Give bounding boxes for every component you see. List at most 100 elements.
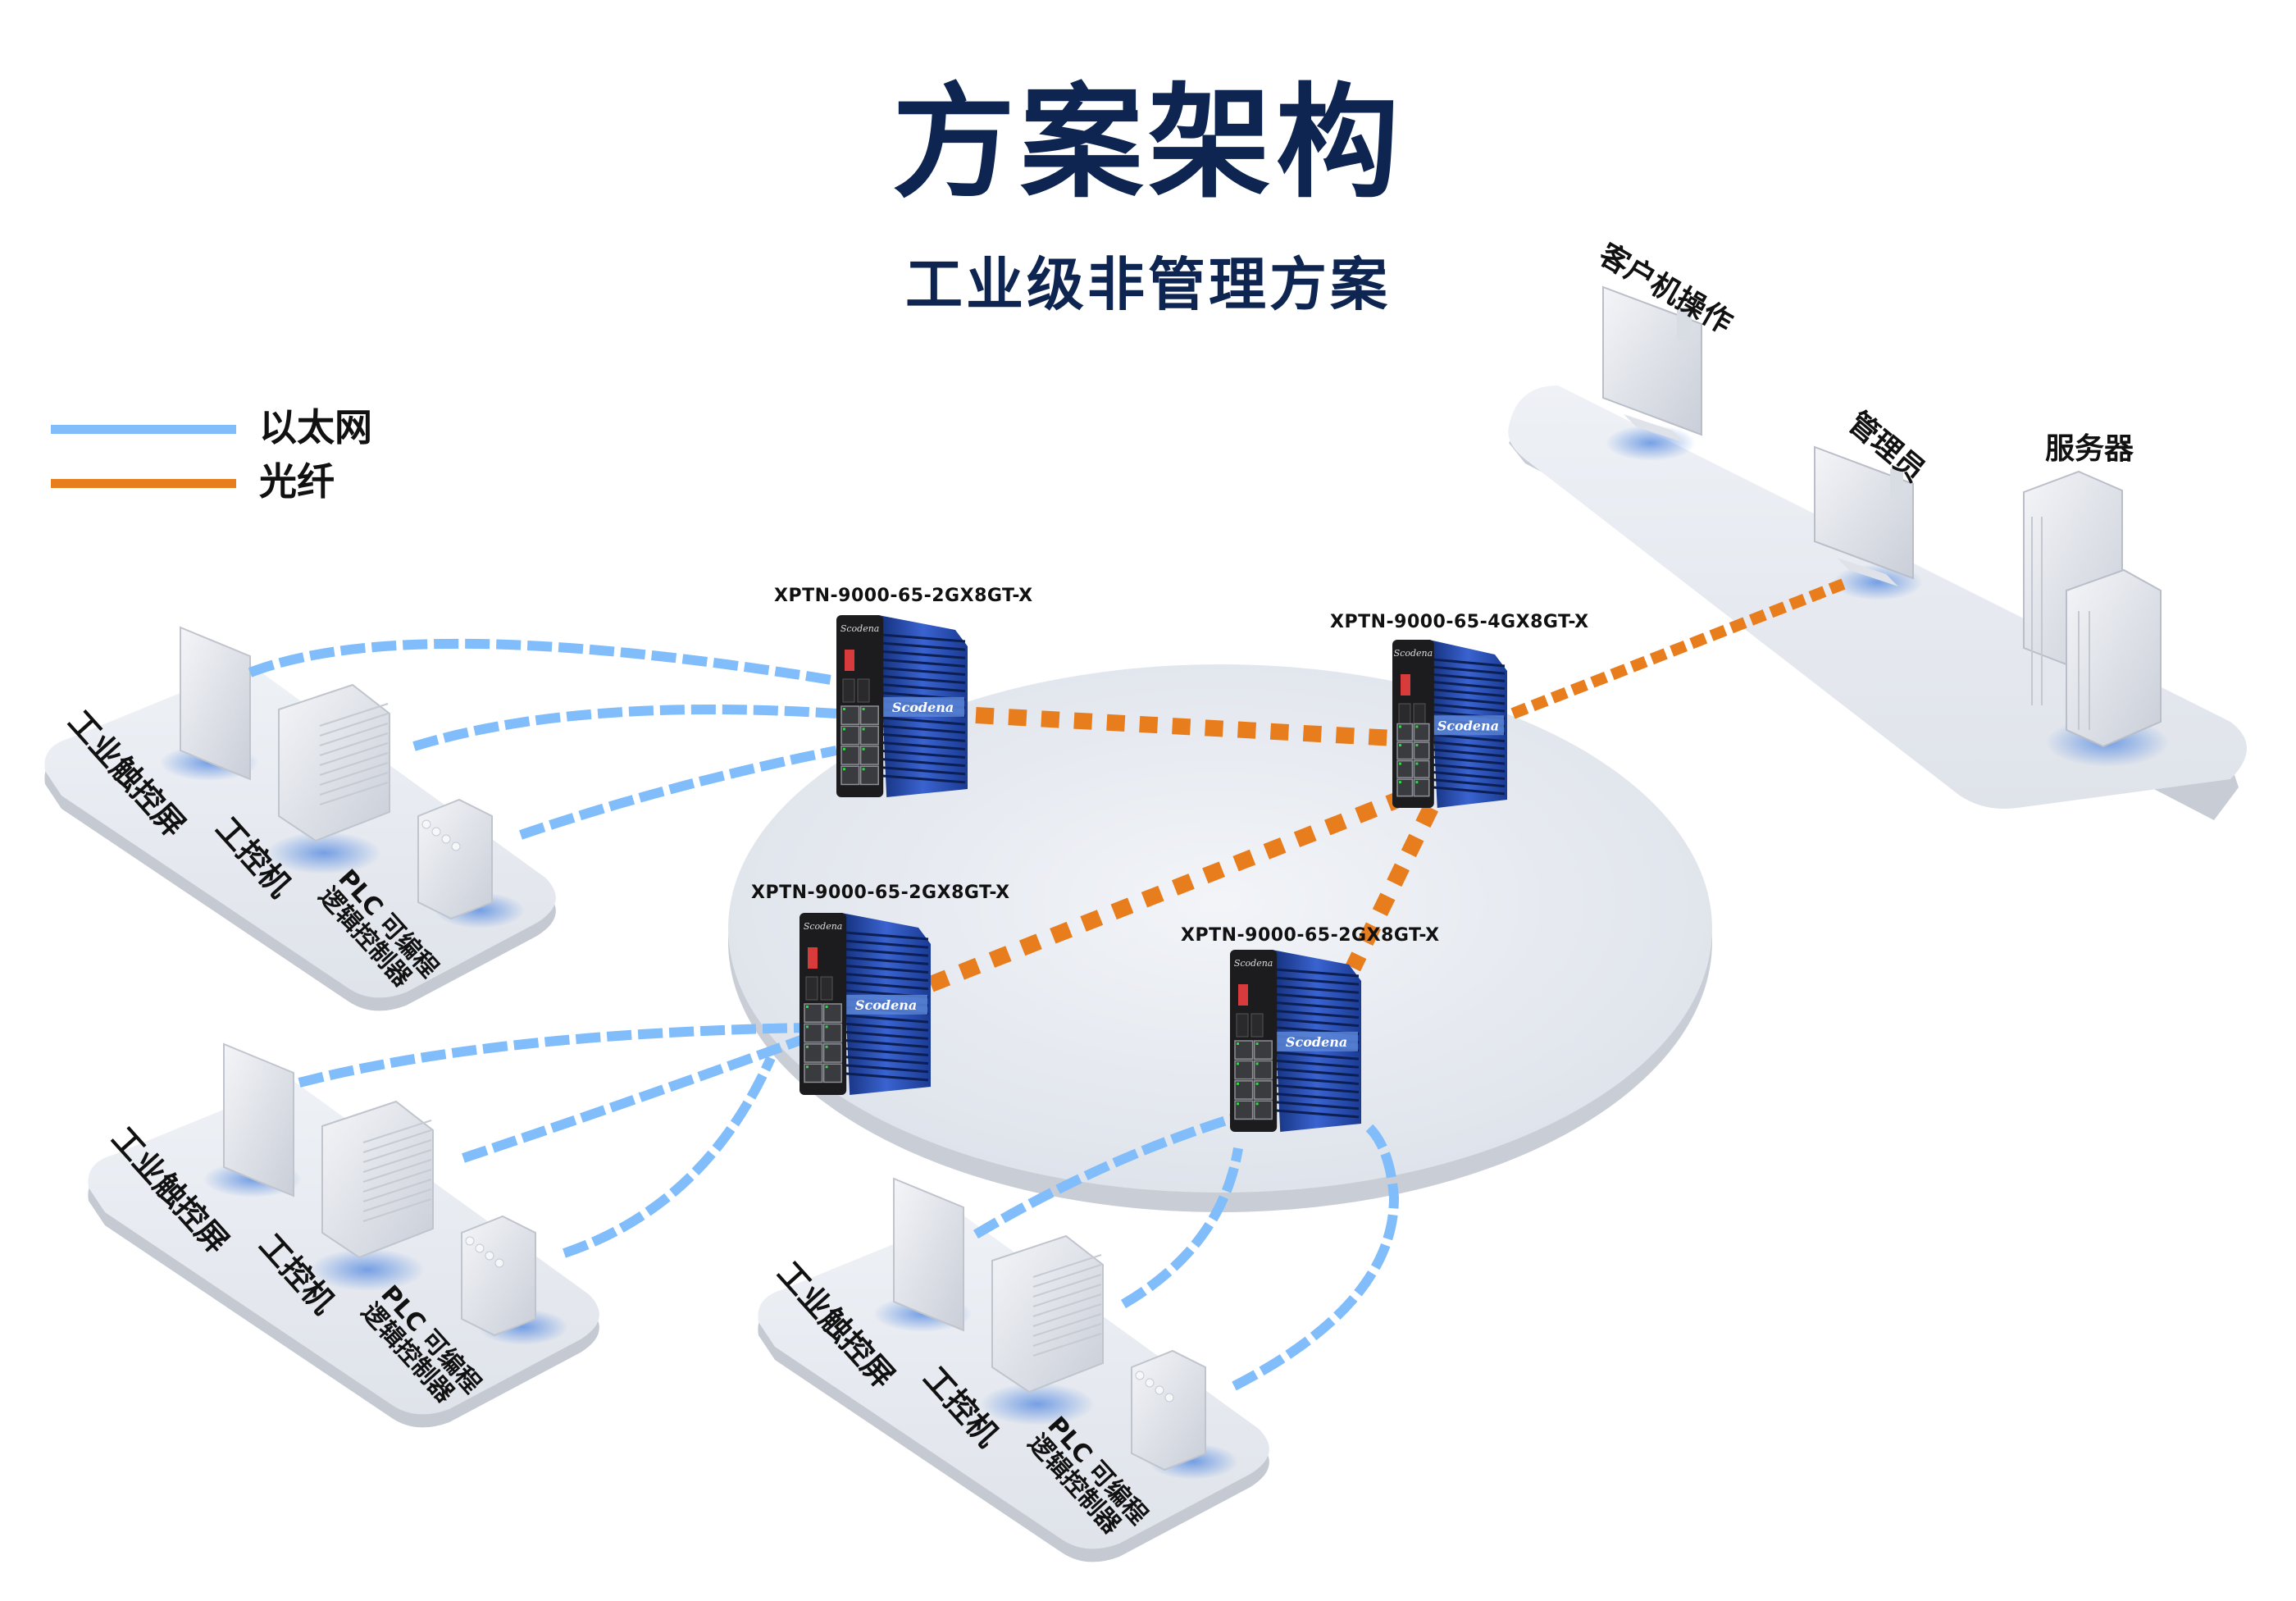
- plc-controller-icon: [417, 798, 493, 920]
- ethernet-link: [462, 1033, 810, 1163]
- port-led: [1237, 1062, 1239, 1065]
- switch-model-label: XPTN-9000-65-2GX8GT-X: [774, 586, 1033, 606]
- port-led: [862, 768, 865, 771]
- brand-logo: Scodena: [1286, 1034, 1347, 1050]
- rj45-port: [1234, 1060, 1254, 1080]
- rj45-port: [1253, 1080, 1273, 1100]
- legend-ethernet-swatch: [51, 425, 236, 434]
- rj45-port: [840, 746, 860, 765]
- sfp-port: [1250, 1013, 1264, 1038]
- legend-ethernet-label: 以太网: [259, 405, 372, 449]
- page-title: 方案架构: [891, 72, 1404, 215]
- rj45-port: [1253, 1060, 1273, 1080]
- admin-monitor-icon: [1814, 445, 1914, 586]
- industrial-pc-icon: [278, 683, 390, 842]
- port-led: [1237, 1042, 1239, 1045]
- rj45-port: [859, 765, 879, 786]
- port-led: [1237, 1102, 1239, 1106]
- legend-fiber-swatch: [51, 479, 236, 488]
- ethernet-link: [248, 638, 837, 686]
- server-rack-icon: [2023, 470, 2162, 748]
- port-led: [806, 1006, 809, 1008]
- port-led: [1399, 744, 1401, 747]
- fiber-link: [1346, 804, 1438, 972]
- brand-plate: [1432, 715, 1504, 736]
- port-led: [843, 708, 845, 710]
- fiber-link: [975, 707, 1395, 746]
- switch-model-label: XPTN-9000-65-2GX8GT-X: [751, 883, 1010, 903]
- rj45-port: [804, 1023, 823, 1043]
- rj45-port: [804, 1043, 823, 1063]
- industrial-pc-icon: [991, 1234, 1104, 1393]
- port-led: [825, 1045, 828, 1048]
- port-led: [843, 768, 845, 771]
- page-subtitle: 工业级非管理方案: [905, 251, 1391, 318]
- rj45-port: [1396, 723, 1414, 741]
- brand-logo: Scodena: [855, 997, 917, 1013]
- sfp-port: [1236, 1013, 1249, 1038]
- port-led: [1399, 781, 1401, 784]
- touch-panel-icon: [893, 1177, 964, 1332]
- dip-switch: [1238, 984, 1248, 1006]
- ethernet-link: [973, 1111, 1244, 1239]
- rj45-port: [840, 725, 860, 746]
- port-led: [806, 1065, 809, 1069]
- port-led: [825, 1065, 828, 1069]
- rj45-port: [1253, 1040, 1273, 1060]
- brand-plate: [845, 994, 927, 1015]
- rj45-port: [822, 1063, 842, 1083]
- rj45-port: [822, 1003, 842, 1023]
- port-led: [825, 1025, 828, 1029]
- front-brand-logo: Scodena: [840, 623, 880, 634]
- port-led: [806, 1025, 809, 1029]
- rj45-port: [1413, 723, 1430, 741]
- brand-plate: [1275, 1031, 1358, 1051]
- rj45-port: [1253, 1100, 1273, 1120]
- server-label: 服务器: [2045, 432, 2134, 466]
- rj45-port: [1413, 741, 1430, 760]
- port-led: [1415, 744, 1419, 747]
- port-led: [843, 728, 845, 731]
- field-site-platform: [44, 626, 556, 1011]
- port-led: [1237, 1082, 1239, 1085]
- port-led: [1255, 1082, 1259, 1085]
- rj45-port: [859, 746, 879, 765]
- dip-switch: [1401, 674, 1410, 696]
- touch-panel-icon: [223, 1042, 294, 1197]
- rj45-port: [822, 1023, 842, 1043]
- port-led: [1255, 1062, 1259, 1065]
- brand-plate: [882, 696, 964, 717]
- ethernet-link: [1232, 1124, 1400, 1391]
- field-site-platform: [758, 1177, 1269, 1562]
- front-brand-logo: Scodena: [804, 921, 843, 932]
- rj45-port: [822, 1043, 842, 1063]
- dip-switch: [808, 947, 818, 969]
- port-led: [1399, 762, 1401, 765]
- ethernet-link: [1120, 1147, 1243, 1309]
- rj45-port: [1413, 759, 1430, 778]
- ethernet-link: [563, 1056, 776, 1258]
- rj45-port: [859, 725, 879, 746]
- port-led: [1399, 725, 1401, 728]
- port-led: [843, 747, 845, 750]
- sfp-port: [805, 976, 818, 1001]
- legend-fiber-label: 光纤: [259, 459, 335, 504]
- rj45-port: [1413, 778, 1430, 797]
- field-site-platform: [88, 1042, 599, 1428]
- port-led: [1415, 762, 1419, 765]
- ethernet-link: [298, 1023, 809, 1088]
- rj45-port: [1234, 1080, 1254, 1100]
- industrial-pc-icon: [321, 1100, 434, 1259]
- rj45-port: [1396, 778, 1414, 797]
- touch-panel-icon: [180, 626, 251, 781]
- switch-model-label: XPTN-9000-65-2GX8GT-X: [1181, 925, 1440, 946]
- rj45-port: [1234, 1040, 1254, 1060]
- port-led: [806, 1045, 809, 1048]
- ethernet-link: [412, 705, 837, 751]
- brand-logo: Scodena: [1437, 718, 1499, 733]
- port-led: [1415, 781, 1419, 784]
- rj45-port: [1234, 1100, 1254, 1120]
